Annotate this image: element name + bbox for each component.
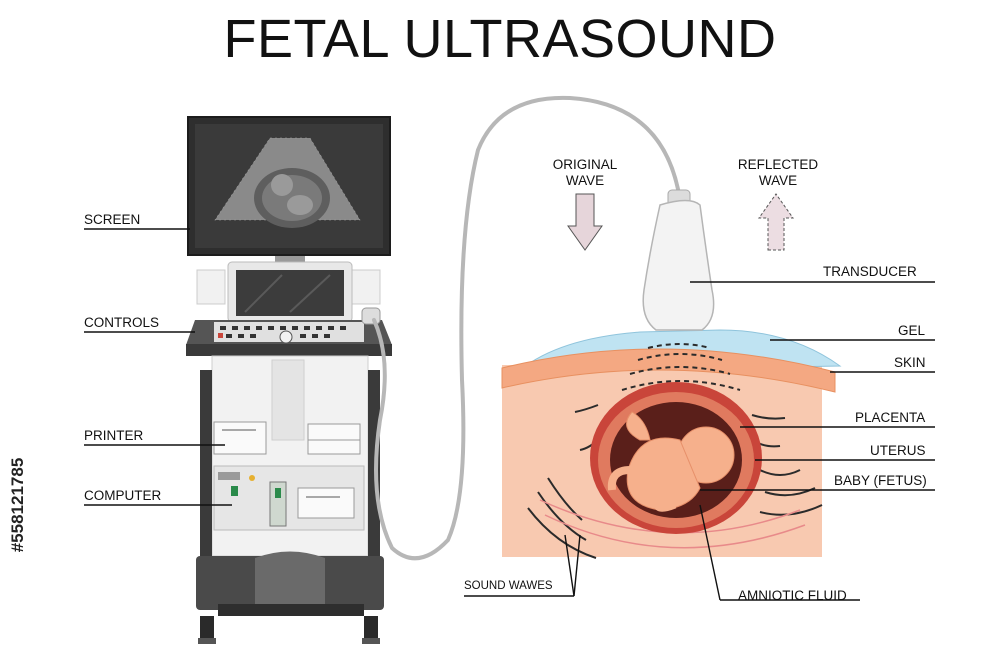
label-uterus: UTERUS [870, 443, 926, 458]
leader-lines [84, 228, 935, 601]
label-amniotic-fluid: AMNIOTIC FLUID [738, 588, 847, 603]
label-placenta: PLACENTA [855, 410, 926, 425]
fetus [607, 411, 735, 512]
abdomen-cross-section [501, 329, 842, 559]
label-screen: SCREEN [84, 212, 141, 227]
label-printer: PRINTER [84, 428, 144, 443]
transducer-cable [372, 95, 682, 561]
ultrasound-machine [186, 116, 392, 644]
label-skin: SKIN [894, 355, 926, 370]
page-title: FETAL ULTRASOUND [223, 9, 777, 69]
label-gel: GEL [898, 323, 926, 338]
label-original-wave: ORIGINAL WAVE [552, 157, 618, 188]
label-transducer: TRANSDUCER [823, 264, 917, 279]
stock-id-text: #558121785 [8, 457, 27, 553]
wave-ellipses [621, 343, 741, 391]
label-sound-waves: SOUND WAWES [464, 580, 553, 592]
label-computer: COMPUTER [84, 488, 162, 503]
label-reflected-wave: REFLECTED WAVE [737, 157, 819, 188]
label-controls: CONTROLS [84, 315, 160, 330]
machine-printer [213, 421, 361, 455]
machine-screen [187, 116, 391, 256]
skin-layer [501, 348, 836, 393]
machine-computer [213, 465, 365, 531]
stock-id: #558121785 [4, 430, 32, 580]
reflected-wave-arrow [758, 193, 794, 251]
label-baby-fetus: BABY (FETUS) [834, 473, 927, 488]
transducer [642, 189, 715, 331]
original-wave-arrow [567, 193, 603, 251]
